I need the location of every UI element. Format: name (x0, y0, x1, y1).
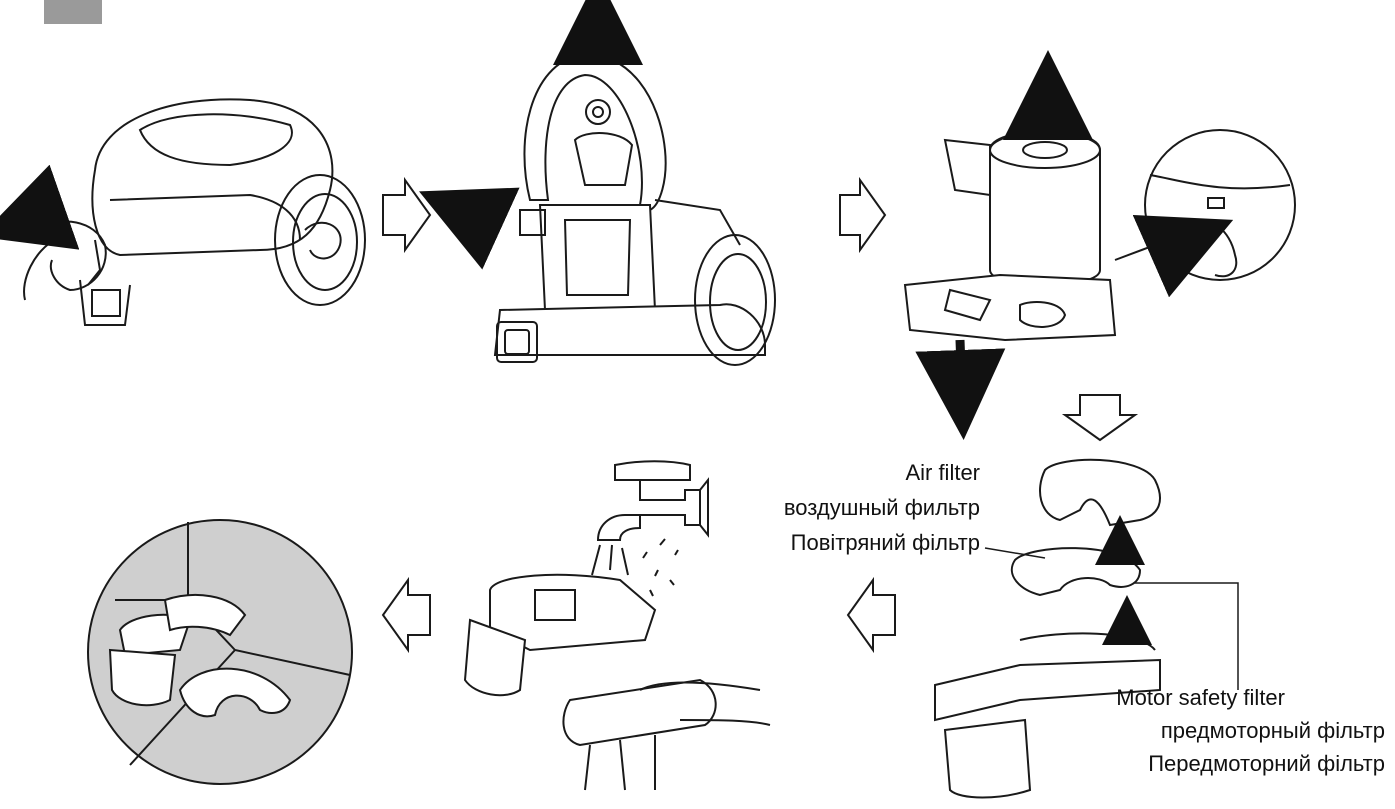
motor-filter-leader (1135, 582, 1239, 690)
step3-cyclone-illustration (903, 130, 1156, 342)
motor-filter-label-en: Motor safety filter (1116, 685, 1285, 710)
air-filter-label-uk: Повітряний фільтр (790, 530, 980, 555)
motor-filter-label-uk: Передмоторний фільтр (1148, 751, 1385, 776)
step4-filters-illustration (934, 458, 1161, 799)
step2-push-arrow (419, 187, 520, 270)
step5-washing-illustration (463, 460, 771, 791)
step-badge (44, 0, 102, 24)
air-filter-label-en: Air filter (905, 460, 980, 485)
water-drops (642, 538, 679, 597)
step1-pull-arrow (0, 164, 80, 250)
arrow-step5-to-step6 (381, 576, 431, 654)
arrow-step1-to-step2 (382, 176, 432, 254)
step3-lower-arrow (915, 339, 1006, 440)
release-press-arrow (1132, 214, 1234, 298)
air-filter-leader (984, 547, 1046, 559)
arrow-step4-to-step5 (846, 576, 896, 654)
step6-drying-illustration (87, 519, 353, 785)
arrow-step3-to-step4 (1061, 394, 1139, 442)
step2-open-lid-illustration (493, 53, 776, 366)
air-filter-label-ru: воздушный фильтр (783, 495, 980, 520)
arrow-step2-to-step3 (839, 176, 887, 254)
step1-vacuum-illustration (23, 98, 366, 326)
release-button-detail (1144, 129, 1296, 281)
motor-filter-label-ru: предмоторный фільтр (1160, 718, 1385, 743)
